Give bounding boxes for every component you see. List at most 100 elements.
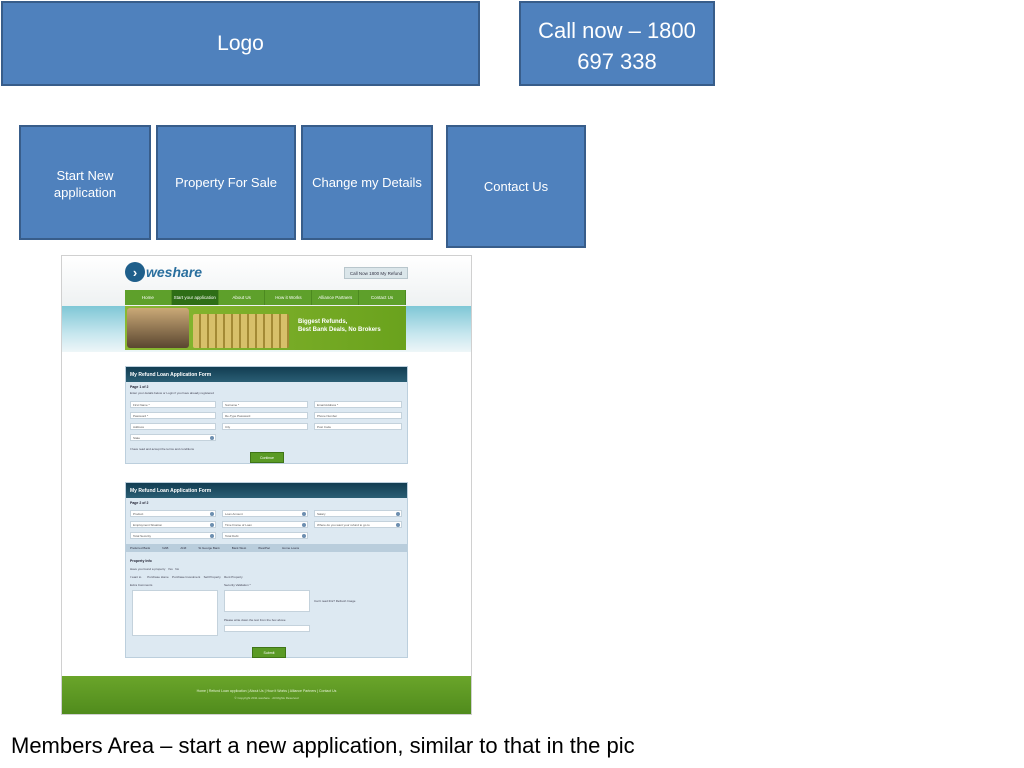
nav-label: Property For Sale	[175, 175, 277, 190]
site-logo: › weshare	[125, 262, 202, 282]
captcha-image	[224, 590, 310, 612]
form-title: My Refund Loan Application Form	[126, 483, 407, 498]
footer-copyright: © Copyright 2011 weshare · All Rights Re…	[234, 696, 299, 700]
want-rent-property-checkbox[interactable]: Rent Property	[224, 575, 243, 579]
product-select-label: Product	[133, 511, 144, 516]
call-now-box[interactable]: Call now – 1800 697 338	[519, 1, 715, 86]
want-purchase-home-checkbox[interactable]: Purchase Home	[147, 575, 169, 579]
product-select[interactable]: Product	[130, 510, 216, 517]
refresh-captcha-link[interactable]: Can't read this? Refresh Image	[314, 599, 356, 603]
want-to-label: I want to	[130, 575, 142, 579]
chevron-down-icon	[396, 512, 400, 516]
total-security-select[interactable]: Total Security	[130, 532, 216, 539]
nav-label: Contact Us	[483, 179, 549, 194]
site-banner: Biggest Refunds, Best Bank Deals, No Bro…	[125, 306, 406, 350]
chevron-down-icon	[396, 523, 400, 527]
time-frame-select[interactable]: Time Frame of Loan	[222, 521, 308, 528]
bank-option-home-loans[interactable]: Home Loans	[282, 546, 300, 550]
chevron-down-icon	[302, 534, 306, 538]
banner-line-1: Biggest Refunds,	[298, 319, 348, 325]
state-select-label: State	[133, 435, 141, 440]
captcha-instruction: Please write down the text from the box …	[224, 618, 286, 622]
chevron-down-icon	[210, 534, 214, 538]
preferred-bank-label: Preferred Bank	[130, 546, 151, 550]
bank-option-bank-west[interactable]: Bank West	[231, 546, 247, 550]
site-nav-about: About Us	[219, 290, 266, 305]
want-sell-property-checkbox[interactable]: Sell Property	[203, 575, 221, 579]
chevron-down-icon	[210, 523, 214, 527]
property-info-heading: Property Info	[130, 559, 152, 563]
bank-option-anz[interactable]: ANZ	[180, 546, 187, 550]
site-nav: Home Start your application About Us How…	[125, 290, 406, 305]
call-now-label: Call now – 1800 697 338	[538, 18, 696, 74]
footer-links[interactable]: Home | Refund Loan application | About U…	[196, 689, 337, 693]
site-nav-alliance: Alliance Partners	[312, 290, 360, 305]
comments-label: Extra Comments	[130, 583, 153, 587]
want-purchase-investment-checkbox[interactable]: Purchase Investment	[172, 575, 201, 579]
logo-placeholder: Logo	[1, 1, 480, 86]
logo-label: Logo	[217, 31, 264, 55]
total-debt-select-label: Total Debt	[225, 533, 239, 538]
nav-label: Start New application	[53, 168, 117, 200]
submit-button[interactable]: Submit	[252, 647, 286, 658]
salary-select-label: Salary	[317, 511, 326, 516]
email-field[interactable]: Email Address *	[314, 401, 402, 408]
bank-option-nab[interactable]: NAB	[162, 546, 169, 550]
reference-site-screenshot: › weshare Call Now 1800 My Refund Home S…	[61, 255, 472, 715]
site-call-badge: Call Now 1800 My Refund	[344, 267, 408, 279]
nav-property-for-sale[interactable]: Property For Sale	[156, 125, 296, 240]
form-note: Enter your details below or Login if you…	[130, 391, 214, 395]
chevron-down-icon	[302, 512, 306, 516]
site-nav-how-it-works: How it Works	[265, 290, 313, 305]
form-page-indicator: Page 2 of 2	[130, 501, 149, 505]
found-property-row: Have you found a property Yes No	[130, 567, 179, 571]
time-frame-select-label: Time Frame of Loan	[225, 522, 252, 527]
loan-amount-select-label: Loan Amount	[225, 511, 243, 516]
state-select[interactable]: State	[130, 434, 216, 441]
application-form-page-1: My Refund Loan Application Form Page 1 o…	[125, 366, 408, 464]
coins-photo	[193, 314, 289, 348]
surname-field[interactable]: Surname *	[222, 401, 308, 408]
bank-option-westpac[interactable]: WestPac	[258, 546, 271, 550]
slide-caption: Members Area – start a new application, …	[11, 733, 635, 758]
nav-change-my-details[interactable]: Change my Details	[301, 125, 433, 240]
terms-checkbox-label[interactable]: I have read and accept the terms and con…	[130, 447, 195, 451]
total-security-select-label: Total Security	[133, 533, 152, 538]
password-field[interactable]: Password *	[130, 412, 216, 419]
loan-amount-select[interactable]: Loan Amount	[222, 510, 308, 517]
application-form-page-2: My Refund Loan Application Form Page 2 o…	[125, 482, 408, 658]
people-photo	[127, 308, 189, 348]
first-name-field[interactable]: First Name *	[130, 401, 216, 408]
retype-password-field[interactable]: Re-Type Password	[222, 412, 308, 419]
site-nav-contact: Contact Us	[359, 290, 406, 305]
banner-line-2: Best Bank Deals, No Brokers	[298, 327, 381, 333]
nav-label: Change my Details	[312, 175, 422, 190]
total-debt-select[interactable]: Total Debt	[222, 532, 308, 539]
site-footer: Home | Refund Loan application | About U…	[62, 676, 471, 714]
form-page-indicator: Page 1 of 2	[130, 385, 149, 389]
chevron-down-icon	[210, 512, 214, 516]
refund-destination-select[interactable]: Where do you want your refund to go to	[314, 521, 402, 528]
captcha-input[interactable]	[224, 625, 310, 632]
comments-textarea[interactable]	[132, 590, 218, 636]
found-property-no-radio[interactable]: No	[175, 567, 180, 571]
employment-select-label: Employment Situation	[133, 522, 163, 527]
city-field[interactable]: City	[222, 423, 308, 430]
refund-destination-select-label: Where do you want your refund to go to	[317, 522, 370, 527]
form-title: My Refund Loan Application Form	[126, 367, 407, 382]
want-to-row: I want to Purchase Home Purchase Investm…	[130, 575, 243, 579]
found-property-label: Have you found a property	[130, 567, 166, 571]
nav-contact-us[interactable]: Contact Us	[446, 125, 586, 248]
preferred-bank-strip: Preferred Bank NAB ANZ St George Bank Ba…	[126, 544, 407, 552]
salary-select[interactable]: Salary	[314, 510, 402, 517]
continue-button[interactable]: Continue	[250, 452, 284, 463]
chevron-down-icon	[302, 523, 306, 527]
postcode-field[interactable]: Post Code	[314, 423, 402, 430]
employment-select[interactable]: Employment Situation	[130, 521, 216, 528]
phone-field[interactable]: Phone Number	[314, 412, 402, 419]
address-field[interactable]: Address	[130, 423, 216, 430]
chevron-right-icon: ›	[125, 262, 145, 282]
bank-option-st-george[interactable]: St George Bank	[198, 546, 220, 550]
found-property-yes-radio[interactable]: Yes	[167, 567, 173, 571]
nav-start-new-application[interactable]: Start New application	[19, 125, 151, 240]
